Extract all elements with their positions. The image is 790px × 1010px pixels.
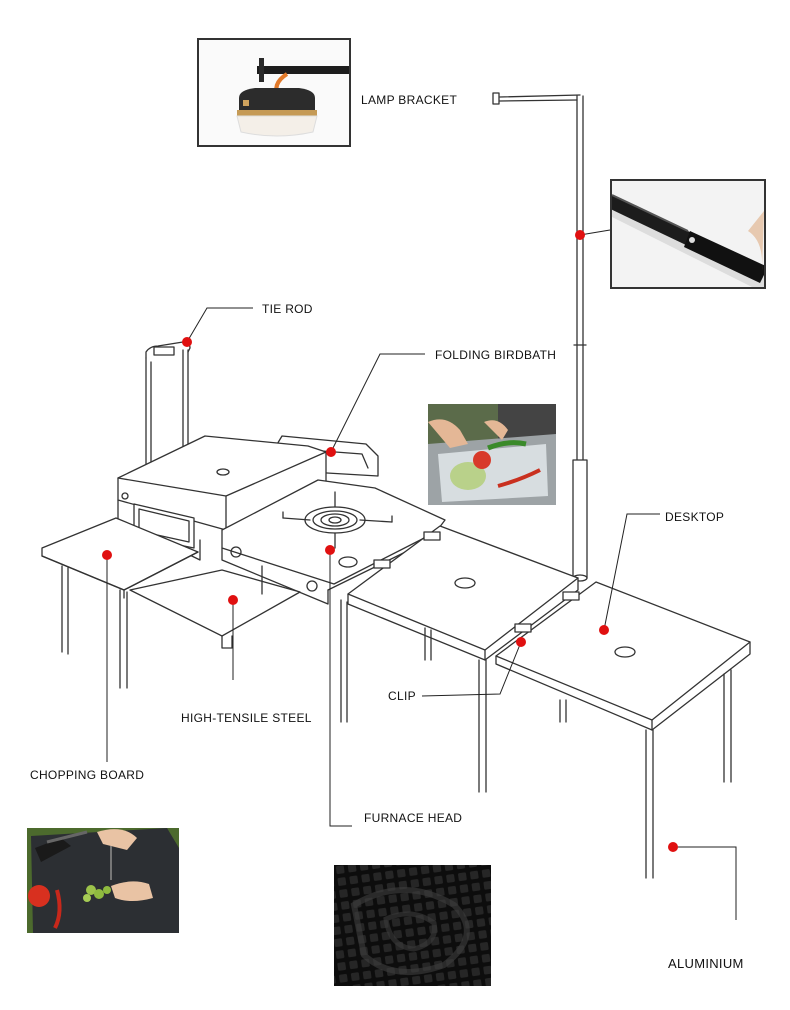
leader-pole-photo (579, 229, 611, 236)
folding-birdbath-label: FOLDING BIRDBATH (435, 348, 557, 362)
tie-rod-label: TIE ROD (262, 302, 313, 316)
lamp-photo (197, 38, 351, 147)
marker-tie-rod (182, 337, 192, 347)
marker-clip (516, 637, 526, 647)
chopping-board-table (41, 517, 199, 689)
marker-furnace-head (325, 545, 335, 555)
pole-joint-photo (610, 179, 766, 289)
marker-birdbath (326, 447, 336, 457)
tie-rod (145, 341, 191, 471)
leader-furnace (329, 550, 352, 827)
clip-label: CLIP (388, 689, 416, 703)
aluminium-label: ALUMINIUM (668, 956, 744, 971)
lamp-bracket-label: LAMP BRACKET (361, 93, 458, 107)
marker-high-tensile-steel (228, 595, 238, 605)
lamp-pole (492, 92, 588, 582)
lower-shelf (129, 565, 301, 649)
desktop-table (495, 581, 751, 879)
birdbath-photo (428, 404, 556, 505)
marker-desktop (599, 625, 609, 635)
marker-aluminium (668, 842, 678, 852)
leader-desktop (603, 513, 660, 631)
stove-top (221, 479, 446, 605)
leader-tie-rod (186, 307, 253, 343)
leader-aluminium (673, 846, 737, 920)
leader-birdbath (330, 353, 425, 453)
desktop-label: DESKTOP (665, 510, 725, 524)
leader-clip (421, 641, 522, 697)
chopping-board-photo (27, 828, 179, 933)
furnace-head-label: FURNACE HEAD (364, 811, 463, 825)
chopping-board-label: CHOPPING BOARD (30, 768, 145, 782)
marker-pole-joint (575, 230, 585, 240)
marker-chopping-board (102, 550, 112, 560)
mesh-photo (334, 865, 491, 986)
high-tensile-steel-label: HIGH-TENSILE STEEL (181, 711, 312, 725)
